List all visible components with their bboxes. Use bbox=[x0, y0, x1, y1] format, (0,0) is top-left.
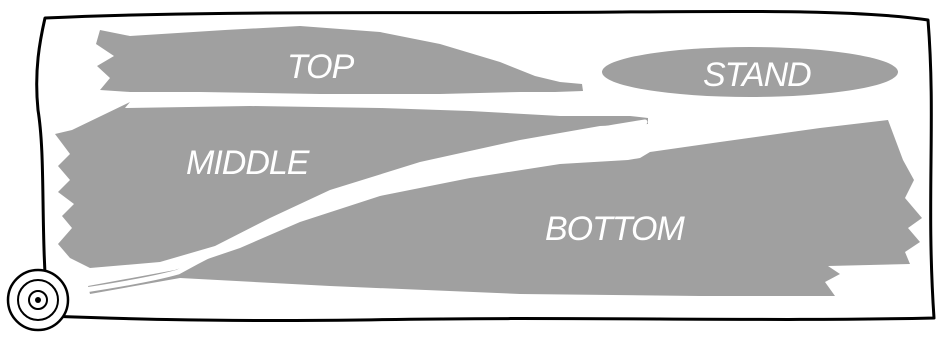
region-top[interactable] bbox=[96, 26, 583, 94]
region-stand[interactable] bbox=[602, 47, 898, 97]
bullseye-icon[interactable] bbox=[6, 268, 70, 332]
region-middle-label: MIDDLE bbox=[186, 144, 310, 182]
region-middle[interactable] bbox=[55, 102, 648, 268]
region-top-label: TOP bbox=[287, 48, 355, 86]
region-stand-label: STAND bbox=[703, 56, 811, 94]
spine-gap bbox=[82, 119, 648, 293]
region-bottom[interactable] bbox=[88, 120, 922, 296]
board-frame bbox=[35, 9, 936, 323]
region-bottom-label: BOTTOM bbox=[545, 210, 685, 248]
